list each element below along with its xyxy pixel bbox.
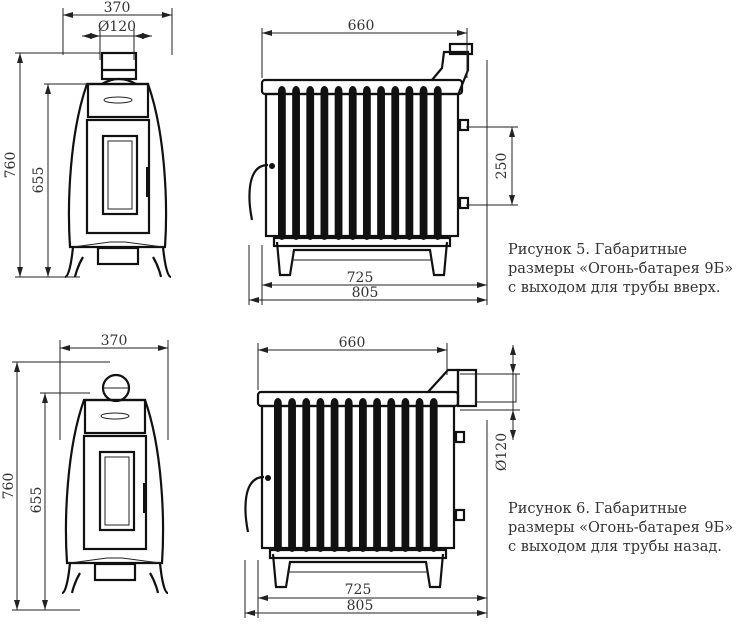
- top-plate: [256, 390, 460, 408]
- bottom-frame: [272, 236, 452, 248]
- drawer-handle: [103, 96, 133, 104]
- caption-line: с выходом для трубы назад.: [508, 539, 722, 555]
- door-glass-inner: [104, 456, 130, 526]
- base-edge: [72, 241, 164, 248]
- fig5-side-base-length-label: 725: [347, 270, 374, 286]
- fig6-front-view: [61, 373, 169, 595]
- legs: [275, 241, 449, 277]
- radiator-fin: [344, 398, 353, 552]
- stove-body-outline: [64, 398, 165, 565]
- radiator-fin: [359, 398, 367, 552]
- fig5-front-total-height-label: 760: [3, 152, 19, 179]
- stove-body-outline: [67, 82, 168, 249]
- figure6-caption: Рисунок 6. Габаритные размеры «Огонь-бат…: [508, 500, 733, 557]
- base-plate: [96, 246, 140, 266]
- fitting-top: [454, 430, 466, 444]
- radiator-fin: [330, 398, 339, 552]
- fitting-bottom: [458, 196, 470, 210]
- door-glass: [98, 450, 136, 532]
- fig6-front-width-label: 370: [101, 333, 128, 349]
- radiator-fin: [348, 86, 357, 240]
- caption-line: размеры «Огонь-батарея 9Б»: [508, 261, 734, 277]
- fig6-side-pipe-diameter-label: Ø120: [494, 433, 510, 471]
- ash-drawer: [86, 82, 150, 119]
- dimensions: [12, 8, 520, 618]
- bottom-frame: [268, 548, 448, 560]
- door-hinge: [146, 167, 150, 197]
- caption-line: размеры «Огонь-батарея 9Б»: [508, 520, 734, 536]
- ash-drawer: [83, 398, 147, 435]
- radiator-fin: [320, 86, 329, 240]
- chimney-pipe: [100, 51, 138, 81]
- radiator-fin: [429, 398, 438, 552]
- radiator-fin: [288, 398, 296, 552]
- caption-line: Рисунок 6. Габаритные: [508, 501, 687, 517]
- chimney-pipe: [448, 42, 474, 56]
- radiator-fin: [363, 86, 371, 240]
- door-hinge: [143, 483, 147, 513]
- rear-pipe-ext: [475, 373, 517, 403]
- fig5-side-view: [248, 42, 474, 277]
- fig5-front-view: [64, 51, 172, 279]
- fitting-bottom: [454, 508, 466, 522]
- left-leg: [61, 562, 81, 595]
- handle-pivot: [265, 475, 271, 481]
- radiator-fin: [302, 398, 311, 552]
- radiator-fin: [419, 86, 428, 240]
- radiator-fin: [373, 398, 381, 552]
- radiator-fin: [334, 86, 343, 240]
- right-leg: [152, 246, 172, 279]
- base-plate: [93, 562, 137, 582]
- door-glass: [101, 134, 139, 216]
- radiator-fin: [306, 86, 315, 240]
- fig6-side-depth-label: 660: [339, 335, 366, 351]
- fig5-front-body-height-label: 655: [31, 167, 47, 194]
- fig6-side-view: [244, 368, 517, 589]
- radiator-fin: [278, 86, 286, 240]
- radiator-fin: [405, 86, 414, 240]
- radiator-fin: [387, 398, 396, 552]
- figure5-caption: Рисунок 5. Габаритные размеры «Огонь-бат…: [508, 241, 733, 298]
- top-plate: [260, 78, 464, 96]
- radiator-fin: [433, 86, 442, 240]
- rear-pipe: [456, 368, 478, 408]
- door-glass-inner: [107, 140, 133, 210]
- caption-line: с выходом для трубы вверх.: [508, 280, 721, 296]
- radiator-fin: [377, 86, 385, 240]
- radiator-fin: [391, 86, 400, 240]
- fig6-front-body-height-label: 655: [29, 487, 45, 514]
- fig5-front-width-label: 370: [104, 0, 131, 16]
- right-leg: [149, 562, 169, 595]
- handle-pivot: [269, 163, 275, 169]
- fig5-side-depth-label: 660: [348, 18, 375, 34]
- radiator-fin: [415, 398, 424, 552]
- base-edge: [69, 557, 161, 564]
- caption-line: Рисунок 5. Габаритные: [508, 242, 687, 258]
- fig5-side-total-length-label: 805: [352, 285, 379, 301]
- door-handle: [244, 475, 265, 533]
- fig6-side-total-length-label: 805: [347, 598, 374, 614]
- radiator-fin: [316, 398, 325, 552]
- chimney-elbow: [431, 50, 470, 96]
- fig6-side-base-length-label: 725: [345, 582, 372, 598]
- fitting-top: [458, 118, 470, 132]
- fig5-front-pipe-diameter-label: Ø120: [98, 19, 136, 35]
- fig6-front-total-height-label: 760: [1, 473, 17, 500]
- door-handle: [248, 163, 269, 221]
- radiator-fin: [401, 398, 410, 552]
- left-leg: [64, 246, 84, 279]
- pipe-collar: [101, 77, 137, 85]
- fig5-side-pipe-spacing-label: 250: [494, 153, 510, 180]
- drawer-handle: [100, 412, 130, 420]
- radiator-fin: [274, 398, 282, 552]
- legs: [271, 553, 445, 589]
- radiator-fin: [292, 86, 300, 240]
